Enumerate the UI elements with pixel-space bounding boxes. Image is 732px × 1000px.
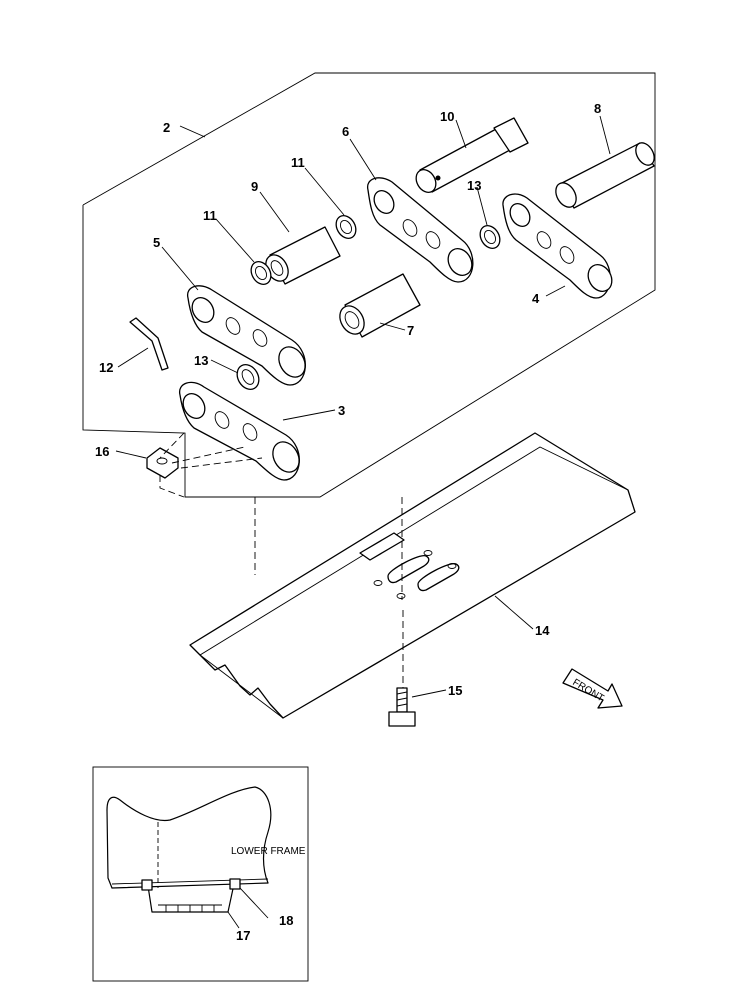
assembly-line	[159, 432, 185, 498]
lower-frame-label: LOWER FRAME	[231, 846, 306, 857]
leader-lines	[115, 115, 611, 698]
callout-16: 16	[95, 444, 109, 459]
callout-8: 8	[594, 101, 601, 116]
master-pin	[415, 117, 529, 193]
seal-ring-upper	[479, 225, 501, 249]
bushing	[265, 226, 341, 285]
callout-5: 5	[153, 235, 160, 250]
callout-7: 7	[407, 323, 414, 338]
callout-13-upper: 13	[467, 178, 481, 193]
callout-13-lower: 13	[194, 353, 208, 368]
master-bushing	[339, 273, 421, 338]
seal-ring-lower	[236, 364, 260, 390]
callout-11-lower: 11	[203, 208, 217, 223]
callout-2: 2	[163, 120, 170, 135]
seal-ring-11-upper	[335, 215, 357, 239]
callout-4: 4	[532, 291, 540, 306]
shoe-nut	[146, 447, 179, 479]
seal-ring-11-lower	[250, 261, 272, 285]
assembly-line	[171, 446, 263, 469]
master-link-middle	[187, 285, 306, 386]
callout-3: 3	[338, 403, 345, 418]
master-link-upper	[367, 177, 474, 283]
callout-9: 9	[251, 179, 258, 194]
link-lower	[179, 381, 300, 481]
front-direction-arrow: FRONT	[562, 668, 623, 709]
callout-11-upper: 11	[291, 155, 305, 170]
callout-12: 12	[99, 360, 113, 375]
spring-pin	[129, 317, 169, 371]
callout-10: 10	[440, 109, 454, 124]
link-assembly-outline	[82, 72, 656, 498]
callout-14: 14	[535, 623, 550, 638]
track-shoe	[189, 432, 636, 719]
callout-6: 6	[342, 124, 349, 139]
link-upper-right	[502, 193, 613, 299]
assembly-line	[254, 497, 404, 688]
callout-17: 17	[236, 928, 250, 943]
shoe-bolt	[388, 687, 416, 727]
callout-15: 15	[448, 683, 462, 698]
callout-18: 18	[279, 913, 293, 928]
inset-detail: LOWER FRAME 17 18	[92, 766, 309, 982]
pin	[555, 142, 655, 209]
